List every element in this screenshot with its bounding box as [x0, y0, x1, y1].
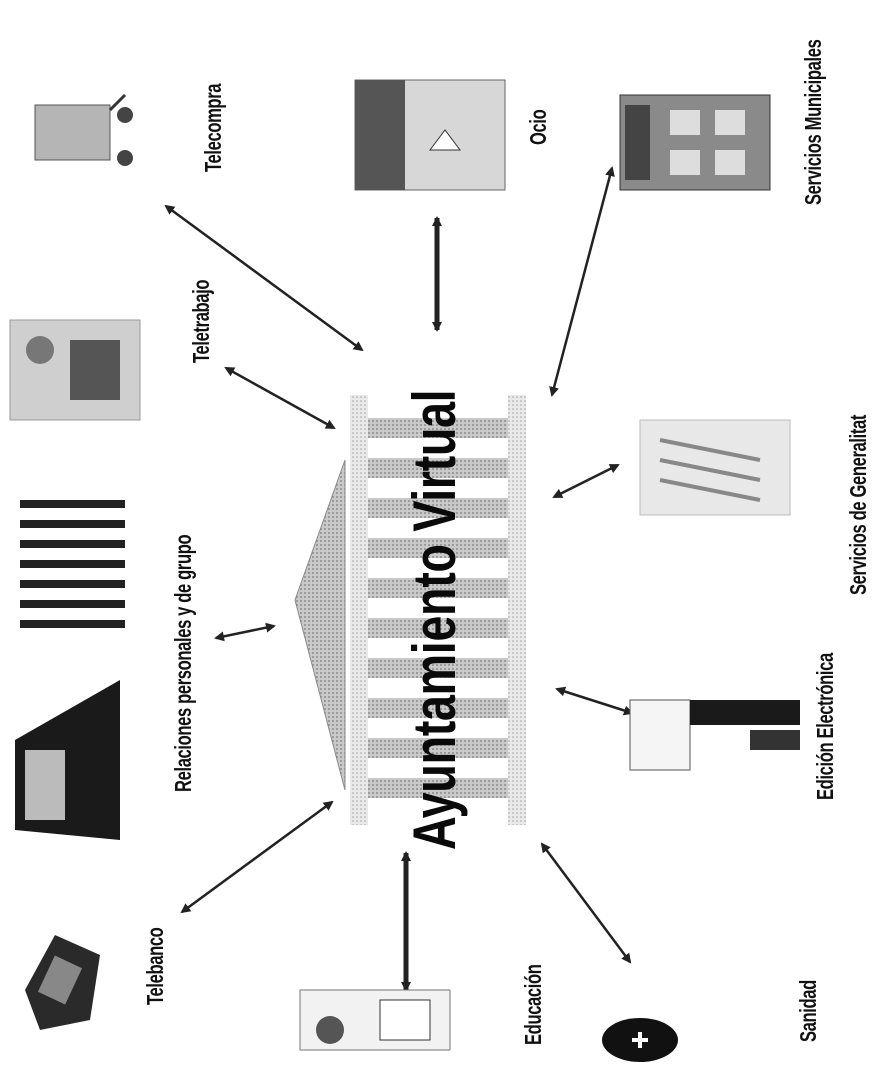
classroom-icon [299, 989, 451, 1051]
building-base-top [350, 395, 368, 825]
label-telecompra: Telecompra [200, 83, 226, 172]
label-telebanco: Telebanco [142, 927, 168, 1005]
arrow-municipales [549, 166, 615, 397]
arrow-telecompra [164, 204, 364, 352]
medical-bag-icon [602, 1018, 678, 1062]
label-ocio: Ocio [525, 109, 551, 145]
arrow-telebanco [180, 800, 334, 914]
label-municipales: Servicios Municipales [800, 39, 826, 205]
town-hall-building [294, 395, 526, 825]
sailing-boat-icon [354, 79, 506, 191]
arrow-edicion [555, 686, 634, 716]
label-relaciones: Relaciones personales y de grupo [170, 534, 196, 792]
people-group-icon [15, 500, 125, 840]
arrow-relaciones [214, 622, 276, 642]
town-hall-building-icon [619, 94, 771, 191]
building-pediment [294, 459, 346, 791]
office-worker-icon [9, 319, 141, 421]
label-sanidad: Sanidad [795, 980, 821, 1042]
shopping-cart-icon [34, 93, 133, 166]
label-edicion: Edición Electrónica [812, 653, 838, 800]
documents-icon [639, 419, 791, 516]
building-base-bottom [508, 395, 526, 825]
arrow-sanidad [540, 842, 632, 964]
arrow-generalitat [552, 463, 620, 499]
label-educacion: Educación [520, 964, 546, 1045]
center-title: Ayuntamiento Virtual [401, 389, 468, 850]
money-stack-icon [25, 935, 100, 1030]
label-teletrabajo: Teletrabajo [188, 279, 214, 363]
arrow-teletrabajo [224, 366, 336, 430]
person-at-desk-icon [629, 699, 800, 771]
building-columns [368, 418, 508, 798]
label-generalitat: Servicios de Generalitat [845, 414, 871, 595]
